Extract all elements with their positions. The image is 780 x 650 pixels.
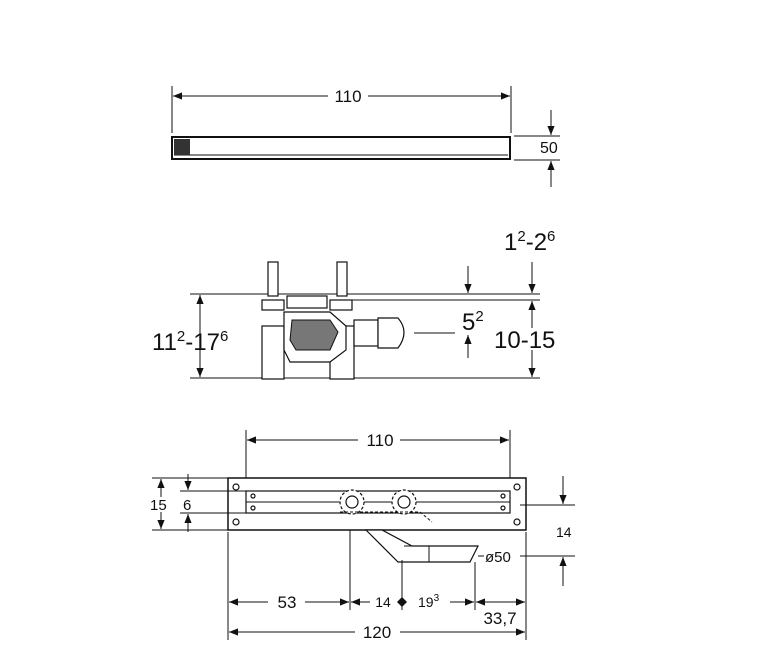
right-range-label: 10-15 [494,327,555,354]
bottom-view: 110 ø50 15 6 [150,430,575,642]
mid-label: 52 [462,308,484,336]
left-inner-label: 6 [183,497,191,514]
top-width-label: 110 [334,87,361,106]
top-right-label: 12-26 [504,228,555,256]
outlet-pipe [377,317,405,349]
dim-14-label: 14 [375,594,391,610]
bottom-width-label: 110 [366,431,393,450]
mount-bolt-left [267,261,279,297]
left-range-label: 112-176 [152,328,228,356]
drain-body-side [261,261,455,380]
top-view: 110 50 [171,86,560,187]
screw-hole-tl [232,483,240,491]
outlet-collar [353,319,379,347]
slot-hole-2 [250,505,256,511]
slot-hole-3 [500,493,506,499]
slot-hole-4 [500,505,506,511]
outlet-bolt-left [345,495,359,509]
slot-hole-1 [250,493,256,499]
side-view: 112-176 52 12-26 10-15 [152,228,555,380]
foot-left [261,325,285,380]
screw-hole-tr [513,483,521,491]
top-height-label: 50 [540,140,558,157]
outlet-bolt-right [397,495,411,509]
dim-diamond [397,597,407,607]
screw-hole-br [513,518,521,526]
screw-hole-bl [232,518,240,526]
dim-53-label: 53 [278,593,297,612]
dim-120-label: 120 [363,623,391,642]
hidden-trap-outline [340,511,433,523]
drain-channel-top-view [171,136,511,160]
trap-inner [289,319,339,351]
pipe-diameter-label: ø50 [485,549,511,566]
dim-337-label: 33,7 [483,609,516,628]
left-outer-label: 15 [150,497,167,514]
channel-end-cap [174,139,190,155]
trap-top [286,295,328,309]
bracket-right [329,299,353,311]
dim-19-label: 193 [418,593,440,610]
mount-bolt-right [336,261,348,297]
right-height-label: 14 [556,524,572,540]
bracket-left [261,299,285,311]
